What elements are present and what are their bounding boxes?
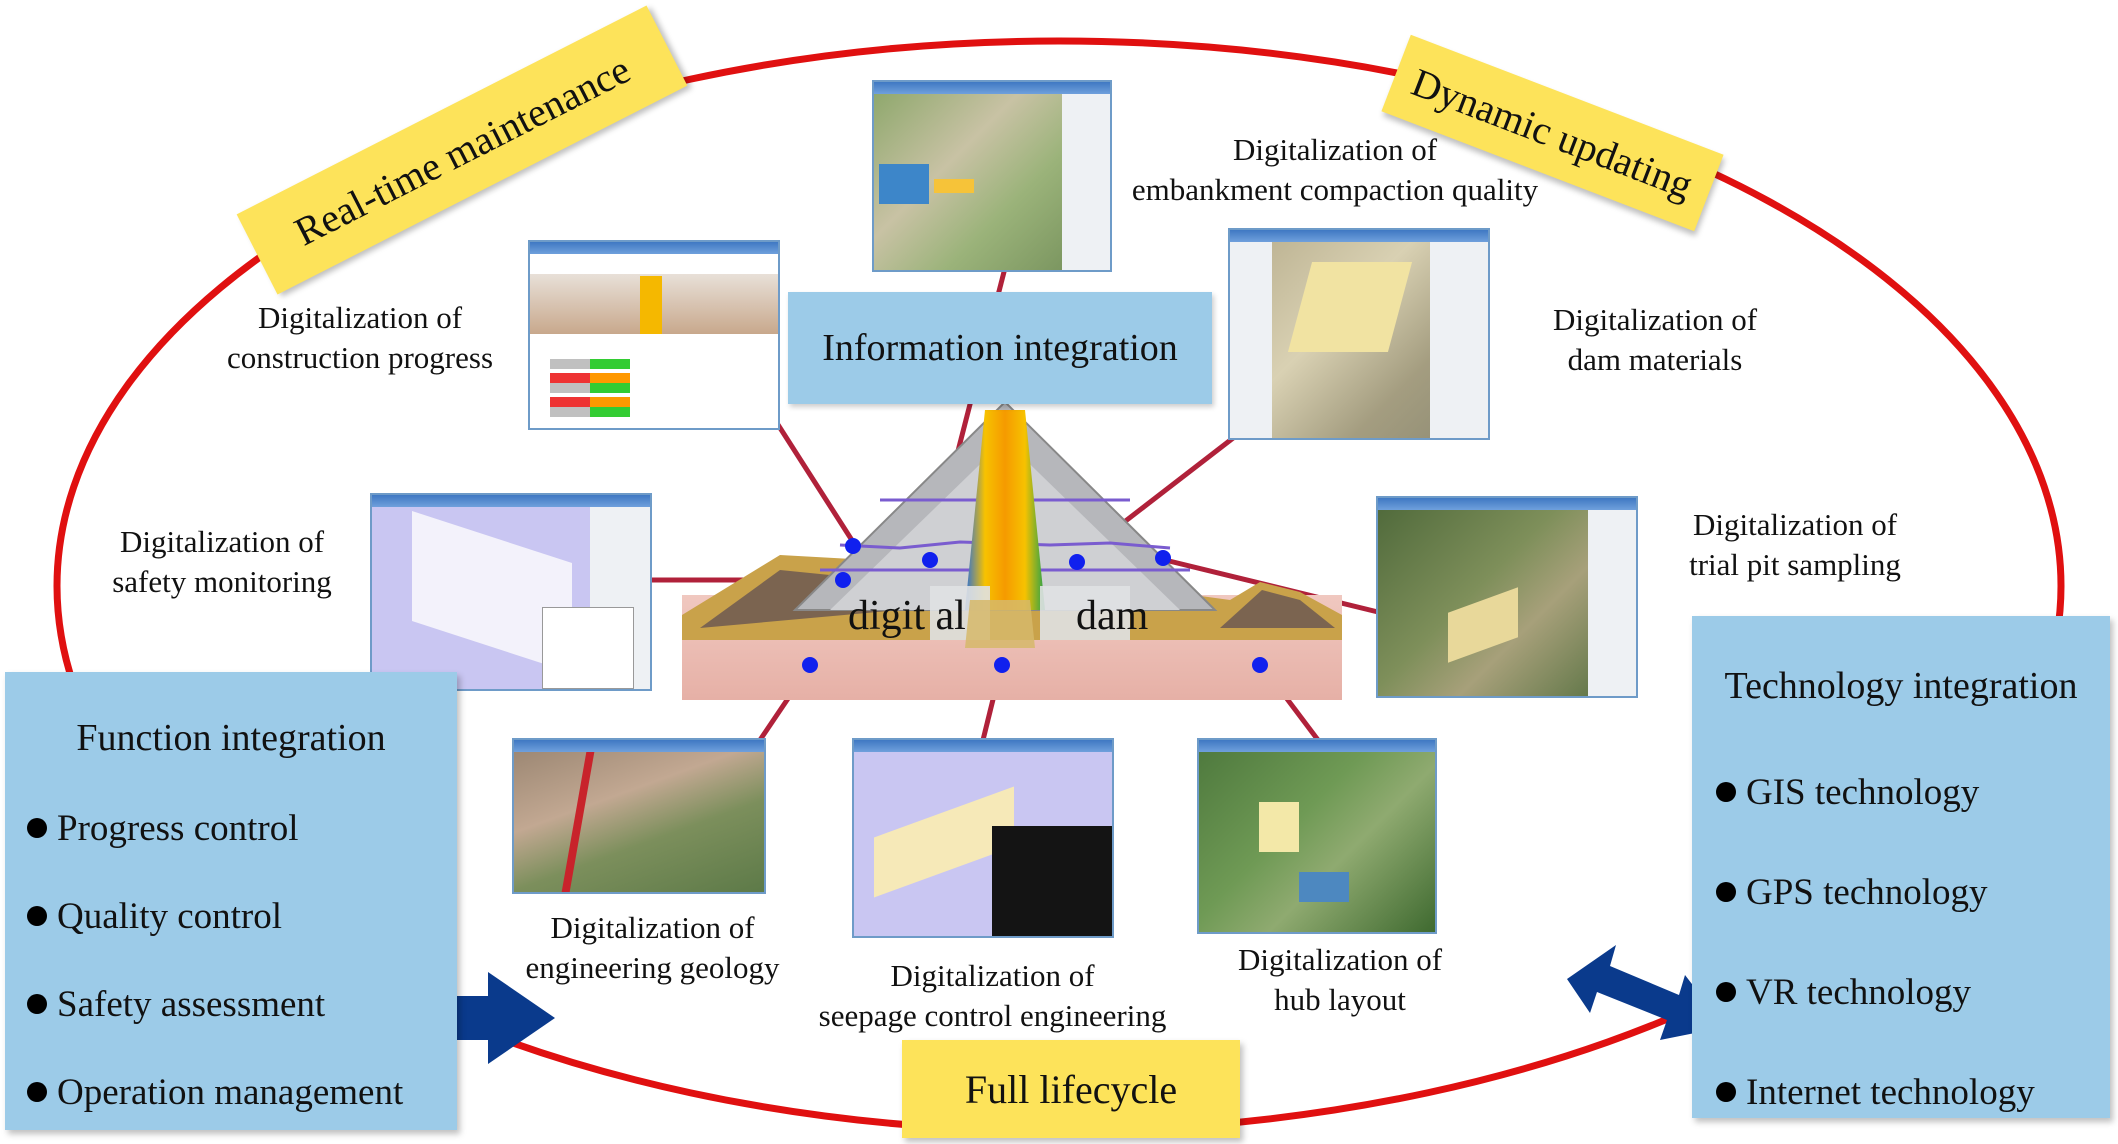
function-item: Progress control (27, 784, 457, 872)
function-item: Safety assessment (27, 960, 457, 1048)
pit-screenshot (1376, 496, 1638, 698)
label-embankment: Digitalization of embankment compaction … (1131, 132, 1539, 207)
technology-list: GIS technology GPS technology VR technol… (1716, 742, 2110, 1142)
dam-label-right: dam (1076, 593, 1149, 639)
dam-label-left: digit al (848, 593, 966, 639)
materials-screenshot (1228, 228, 1490, 440)
label-full-lifecycle: Full lifecycle (902, 1040, 1240, 1138)
technology-item: Internet technology (1716, 1042, 2110, 1142)
safety-screenshot (370, 493, 652, 691)
construction-screenshot (528, 240, 780, 430)
label-safety: Digitalization of safety monitoring (112, 524, 332, 599)
label-materials: Digitalization of dam materials (1552, 302, 1758, 377)
label-hub: Digitalization of hub layout (1237, 942, 1443, 1017)
label-seepage: Digitalization of seepage control engine… (818, 958, 1167, 1033)
connection-nodes (802, 538, 1268, 673)
label-construction: Digitalization of construction progress (226, 300, 494, 375)
dam-model (682, 400, 1342, 700)
geology-screenshot (512, 738, 766, 894)
technology-item: GIS technology (1716, 742, 2110, 842)
label-pit: Digitalization of trial pit sampling (1689, 507, 1901, 582)
information-integration-box: Information integration (788, 292, 1212, 404)
function-integration-title: Function integration (76, 717, 386, 759)
technology-item: VR technology (1716, 942, 2110, 1042)
technology-double-arrow (1567, 945, 1725, 1040)
seepage-screenshot (852, 738, 1114, 938)
technology-integration-panel: Technology integration GIS technology GP… (1692, 616, 2110, 1118)
function-integration-panel: Function integration Progress control Qu… (5, 672, 457, 1130)
technology-item: GPS technology (1716, 842, 2110, 942)
function-item: Quality control (27, 872, 457, 960)
hub-screenshot (1197, 738, 1437, 934)
label-geology: Digitalization of engineering geology (525, 910, 780, 985)
function-list: Progress control Quality control Safety … (27, 784, 457, 1136)
technology-integration-title: Technology integration (1724, 665, 2078, 707)
function-item: Operation management (27, 1048, 457, 1136)
embankment-screenshot (872, 80, 1112, 272)
